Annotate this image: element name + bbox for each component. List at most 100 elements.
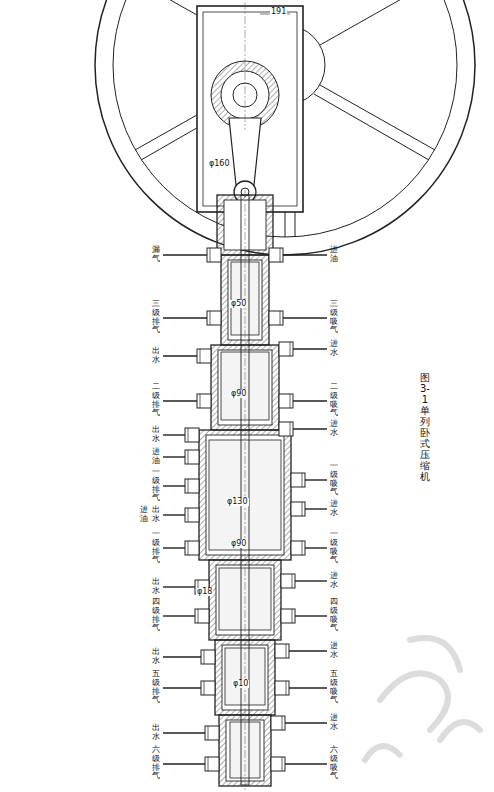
valve-flange — [290, 422, 291, 436]
port-label: 进水 — [330, 572, 338, 590]
valve-flange — [280, 311, 281, 325]
valve-cover — [279, 342, 293, 356]
watermark — [365, 638, 480, 760]
dimension-label: φ50 — [230, 300, 247, 308]
pipe — [295, 580, 327, 581]
valve-flange — [292, 574, 293, 588]
pipe — [305, 547, 327, 548]
valve-flange — [290, 394, 291, 408]
valve-flange — [188, 450, 189, 464]
valve-flange — [188, 479, 189, 493]
valve-flange — [188, 508, 189, 522]
pipe — [163, 687, 201, 688]
pipe — [163, 485, 185, 486]
cylinders — [199, 2, 291, 790]
pipe — [163, 656, 201, 657]
crankcase — [197, 6, 303, 212]
pipe — [293, 400, 327, 401]
port-label: 进油 — [152, 448, 160, 466]
port-label: 一级吸气 — [330, 462, 338, 497]
valve-cover — [185, 508, 199, 522]
port-label: 进水 — [330, 340, 338, 358]
pipe — [163, 456, 185, 457]
port-label: 五级吸气 — [330, 670, 338, 705]
valve-cover — [201, 681, 215, 695]
dimension-label: φ130 — [226, 498, 249, 506]
valve-cover — [271, 716, 285, 730]
port-label: 出水 — [152, 724, 160, 742]
port-label: 进水 — [330, 714, 338, 732]
valve-cover — [197, 349, 211, 363]
pipe — [305, 479, 327, 480]
pipe — [163, 586, 195, 587]
pipes — [163, 248, 327, 771]
port-label: 进水 — [330, 500, 338, 518]
valve-cover — [185, 541, 199, 555]
port-label: 三级排气 — [152, 300, 160, 335]
figure-caption: 图3-1 单列卧式压缩机 — [420, 372, 430, 482]
pipe — [163, 763, 205, 764]
valve-flange — [302, 541, 303, 555]
valve-cover — [185, 450, 199, 464]
valve-flange — [286, 644, 287, 658]
port-label: 三级吸气 — [330, 300, 338, 335]
valve-cover — [269, 311, 283, 325]
dimension-label: φ160 — [208, 160, 231, 168]
port-label: 进水 — [330, 420, 338, 438]
valve-flange — [188, 428, 189, 442]
valve-flange — [302, 473, 303, 487]
valve-flange — [200, 394, 201, 408]
valve-cover — [207, 311, 221, 325]
port-label: 六级排气 — [152, 746, 160, 781]
port-label: 出水 — [152, 426, 160, 444]
valve-cover — [279, 422, 293, 436]
valve-cover — [185, 479, 199, 493]
pipe — [163, 547, 185, 548]
valve-flange — [282, 716, 283, 730]
valve-flange — [200, 349, 201, 363]
port-label: 漏气 — [152, 246, 160, 264]
valve-cover — [207, 248, 221, 262]
pipe — [283, 254, 327, 255]
pipe — [305, 508, 327, 509]
pipe — [295, 615, 327, 616]
pipe — [163, 317, 207, 318]
port-label: 出水 — [152, 347, 160, 365]
valve-cover — [281, 574, 295, 588]
valve-cover — [275, 681, 289, 695]
centerline — [245, 2, 246, 130]
centerline — [245, 190, 246, 790]
valve-flange — [302, 502, 303, 516]
port-label: 进油 — [330, 246, 338, 264]
valve-cover — [205, 726, 219, 740]
port-label: 二级排气 — [152, 383, 160, 418]
pipe — [163, 254, 207, 255]
valve-flange — [208, 757, 209, 771]
valve-flange — [280, 248, 281, 262]
port-label: 六级吸气 — [330, 746, 338, 781]
port-label: 一级排气 — [152, 530, 160, 565]
port-label: 进水 — [330, 642, 338, 660]
valve-cover — [291, 473, 305, 487]
valve-flange — [204, 681, 205, 695]
valve-flange — [208, 726, 209, 740]
dimension-label: φ90 — [230, 540, 247, 548]
valve-flange — [286, 681, 287, 695]
valve-flange — [188, 541, 189, 555]
valve-cover — [269, 248, 283, 262]
pipe — [285, 722, 327, 723]
pipe — [163, 514, 185, 515]
pipe — [285, 763, 327, 764]
valve-cover — [275, 644, 289, 658]
valve-cover — [291, 502, 305, 516]
port-label: 一级吸气 — [330, 530, 338, 565]
valve-flange — [198, 609, 199, 623]
pipe — [289, 687, 327, 688]
flywheel — [95, 0, 475, 255]
valve-flange — [204, 650, 205, 664]
valve-cover — [195, 609, 209, 623]
port-label: 出水 — [152, 506, 160, 524]
pipe — [289, 650, 327, 651]
dimension-label: φ18 — [196, 588, 213, 596]
valve-cover — [279, 394, 293, 408]
